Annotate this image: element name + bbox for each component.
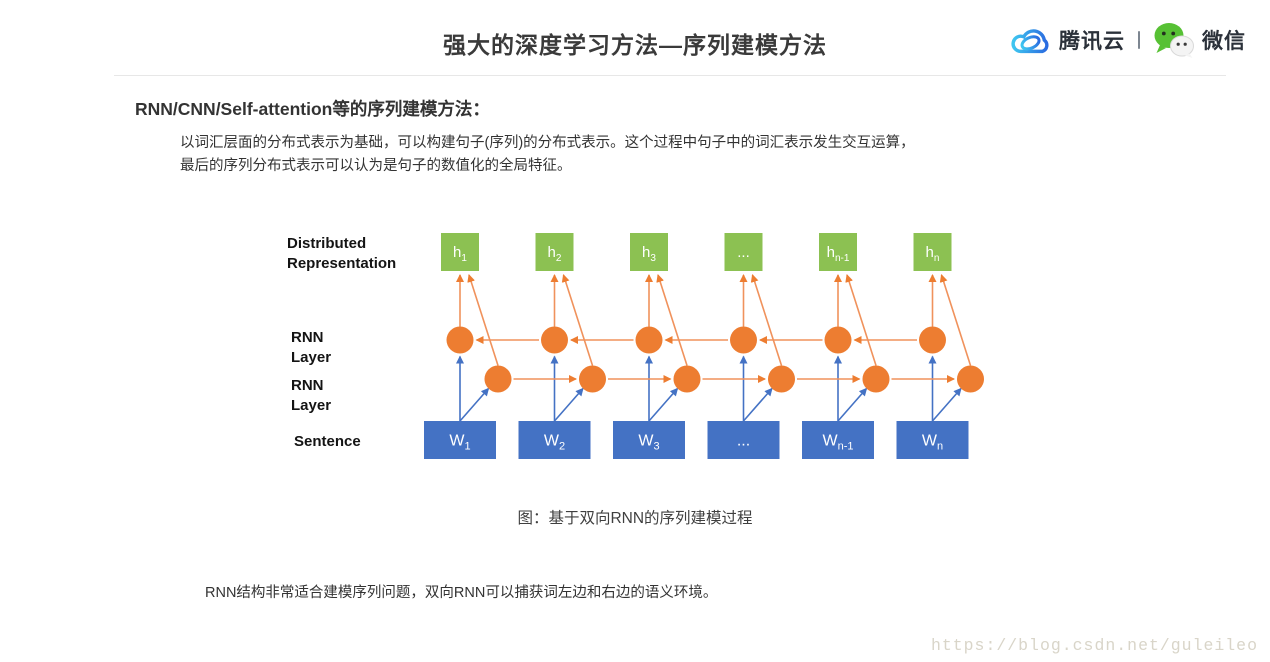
hidden-state-box bbox=[535, 233, 574, 271]
edge-forward-to-hidden bbox=[467, 274, 499, 366]
edge-word-to-forward bbox=[837, 387, 868, 422]
tencent-cloud-label: 腾讯云 bbox=[1059, 30, 1125, 53]
word-box bbox=[707, 421, 780, 459]
backward-rnn-node bbox=[446, 326, 474, 354]
hidden-state-label: hn-1 bbox=[827, 244, 850, 264]
word-label: W3 bbox=[638, 433, 659, 453]
backward-rnn-node bbox=[541, 326, 568, 354]
row-label-rnn-layer-forward: RNN Layer bbox=[291, 377, 332, 414]
hidden-state-label: h3 bbox=[642, 244, 656, 264]
hidden-state-box bbox=[724, 233, 763, 271]
edge-word-to-forward bbox=[459, 387, 490, 422]
backward-rnn-node bbox=[730, 326, 757, 354]
word-box bbox=[896, 421, 969, 459]
body-paragraph: 以词汇层面的分布式表示为基础，可以构建句子(序列)的分布式表示。这个过程中句子中… bbox=[180, 132, 915, 177]
forward-rnn-node bbox=[484, 365, 512, 393]
edge-forward-to-hidden bbox=[845, 274, 877, 366]
edge-forward-to-hidden bbox=[656, 274, 688, 366]
backward-rnn-node bbox=[919, 326, 946, 354]
body-line-1: 以词汇层面的分布式表示为基础，可以构建句子(序列)的分布式表示。这个过程中句子中… bbox=[180, 135, 915, 151]
row-label-sentence: Sentence bbox=[294, 433, 361, 450]
word-box bbox=[802, 421, 874, 459]
word-label: W2 bbox=[544, 433, 565, 453]
row-label-distributed-representation: Distributed Representation bbox=[287, 235, 397, 272]
forward-rnn-node bbox=[862, 365, 890, 393]
hidden-state-box bbox=[630, 233, 668, 271]
body-line-2: 最后的序列分布式表示可以认为是句子的数值化的全局特征。 bbox=[180, 157, 572, 174]
word-label: ... bbox=[737, 433, 750, 450]
brand-separator bbox=[1138, 31, 1140, 49]
wechat-label: 微信 bbox=[1202, 30, 1246, 53]
hidden-state-box bbox=[441, 233, 479, 271]
edge-forward-to-hidden bbox=[750, 274, 783, 366]
watermark: https://blog.csdn.net/guleileo bbox=[930, 636, 1258, 655]
page-title: 强大的深度学习方法—序列建模方法 bbox=[443, 32, 827, 58]
backward-rnn-node bbox=[635, 326, 663, 354]
edge-word-to-forward bbox=[742, 387, 773, 422]
edge-word-to-forward bbox=[553, 387, 584, 422]
row-label-rnn-layer-backward: RNN Layer bbox=[291, 329, 332, 366]
footnote: RNN结构非常适合建模序列问题，双向RNN可以捕获词左边和右边的语义环境。 bbox=[205, 585, 718, 601]
hidden-state-label: h2 bbox=[548, 244, 562, 264]
forward-rnn-node bbox=[768, 365, 795, 393]
forward-rnn-node bbox=[673, 365, 701, 393]
word-label: Wn-1 bbox=[822, 433, 853, 453]
backward-rnn-node bbox=[824, 326, 852, 354]
header-divider bbox=[114, 75, 1226, 76]
word-box bbox=[518, 421, 591, 459]
figure-caption: 图：基于双向RNN的序列建模过程 bbox=[517, 510, 753, 527]
forward-rnn-node bbox=[579, 365, 606, 393]
hidden-state-box bbox=[819, 233, 857, 271]
edge-forward-to-hidden bbox=[939, 274, 972, 366]
edge-forward-to-hidden bbox=[561, 274, 594, 366]
section-heading: RNN/CNN/Self-attention等的序列建模方法： bbox=[135, 99, 490, 119]
tencent-cloud-icon bbox=[1011, 29, 1049, 54]
hidden-state-label: hn bbox=[926, 244, 940, 264]
hidden-state-box bbox=[913, 233, 952, 271]
word-label: Wn bbox=[922, 433, 943, 453]
hidden-state-label: h1 bbox=[453, 244, 467, 264]
hidden-state-label: ... bbox=[737, 244, 750, 261]
word-box bbox=[613, 421, 685, 459]
brand-area: 腾讯云 微信 bbox=[1010, 20, 1246, 60]
word-box bbox=[424, 421, 496, 459]
wechat-icon bbox=[1154, 23, 1194, 58]
edge-word-to-forward bbox=[648, 387, 679, 422]
word-label: W1 bbox=[449, 433, 470, 453]
forward-rnn-node bbox=[957, 365, 984, 393]
edge-word-to-forward bbox=[931, 387, 962, 422]
